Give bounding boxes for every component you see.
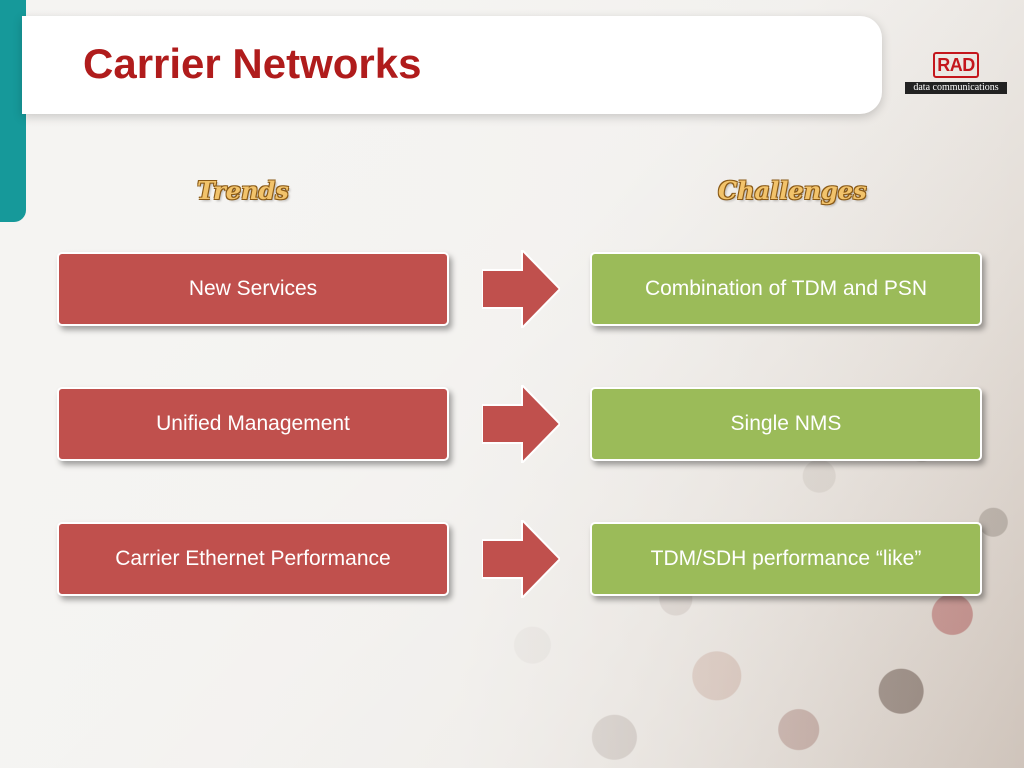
trend-box-unified-management: Unified Management [57, 387, 449, 461]
challenges-heading: Challenges [718, 176, 867, 205]
right-arrow-icon [482, 250, 560, 328]
challenge-label: Single NMS [730, 412, 842, 435]
challenge-label: TDM/SDH performance “like” [650, 547, 922, 570]
trend-box-carrier-ethernet: Carrier Ethernet Performance [57, 522, 449, 596]
trend-label: New Services [188, 277, 318, 300]
trend-label: Carrier Ethernet Performance [115, 547, 391, 570]
right-arrow-icon [482, 520, 560, 598]
trend-box-new-services: New Services [57, 252, 449, 326]
company-logo: RAD data communications [905, 52, 1007, 94]
title-panel [22, 16, 882, 114]
trends-heading: Trends [197, 176, 289, 205]
right-arrow-icon [482, 385, 560, 463]
challenge-box-tdm-psn: Combination of TDM and PSN [590, 252, 982, 326]
accent-bar [0, 0, 26, 222]
trend-label: Unified Management [156, 412, 350, 435]
slide-title: Carrier Networks [83, 40, 422, 87]
logo-mark: RAD [933, 52, 979, 78]
logo-tagline: data communications [905, 82, 1007, 94]
challenge-box-single-nms: Single NMS [590, 387, 982, 461]
challenge-label: Combination of TDM and PSN [644, 277, 928, 300]
challenge-box-tdm-sdh: TDM/SDH performance “like” [590, 522, 982, 596]
